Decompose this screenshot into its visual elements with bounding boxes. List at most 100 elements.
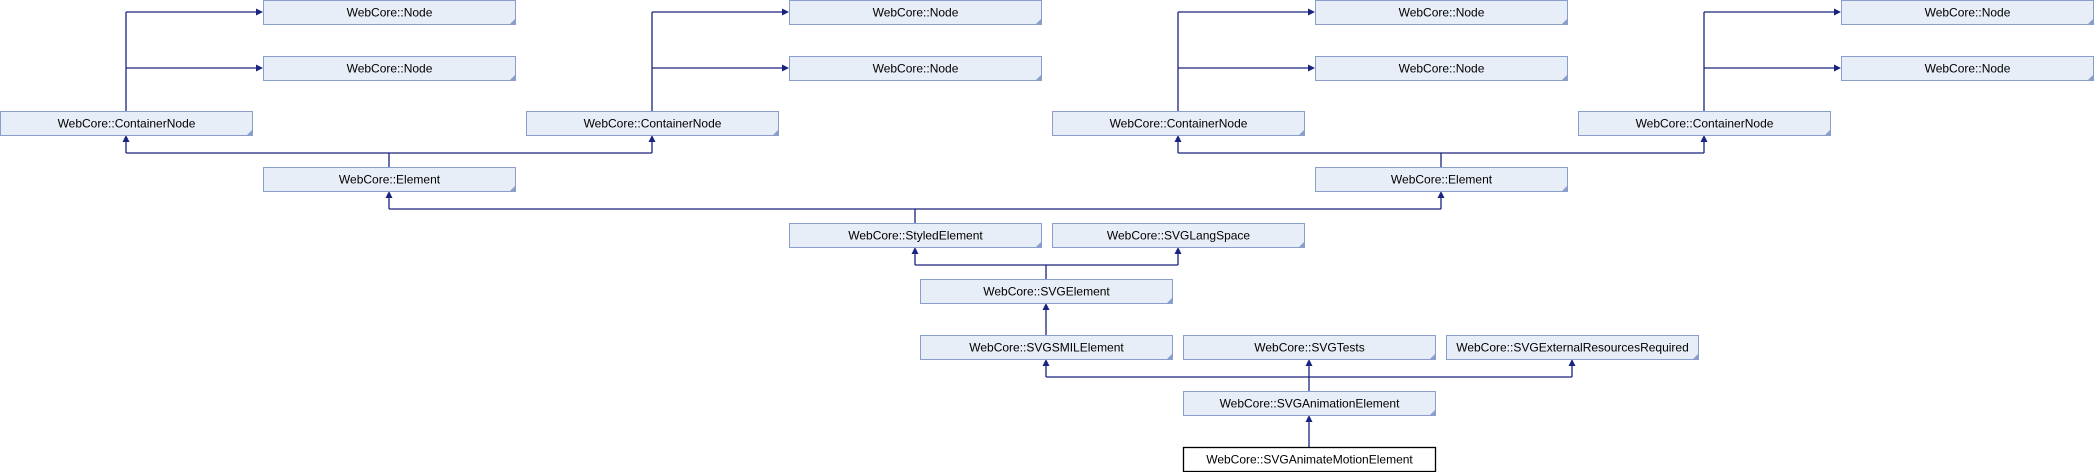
edge-group-el1: [122, 135, 656, 167]
corner-fold-icon: [2087, 18, 2094, 25]
edge-group-smil: [1042, 303, 1050, 335]
class-box: [1315, 56, 1568, 81]
class-label: WebCore::Node: [1925, 62, 2011, 76]
corner-fold-icon: [1561, 18, 1568, 25]
class-node-anim[interactable]: WebCore::SVGAnimationElement: [1183, 391, 1436, 416]
corner-fold-icon: [246, 129, 253, 136]
class-box: [1315, 167, 1568, 192]
edge-group-motion: [1305, 415, 1313, 447]
corner-fold-icon: [1429, 353, 1436, 360]
class-label: WebCore::SVGExternalResourcesRequired: [1456, 341, 1689, 355]
class-box: [1052, 111, 1305, 136]
class-box: [526, 111, 779, 136]
class-label: WebCore::Node: [1925, 6, 2011, 20]
class-label: WebCore::StyledElement: [848, 229, 983, 243]
class-node-el1[interactable]: WebCore::Element: [263, 167, 516, 192]
class-label: WebCore::SVGTests: [1254, 341, 1364, 355]
class-box: [1315, 0, 1568, 25]
class-label: WebCore::ContainerNode: [584, 117, 722, 131]
class-node-n6[interactable]: WebCore::Node: [1315, 56, 1568, 81]
class-node-extres[interactable]: WebCore::SVGExternalResourcesRequired: [1446, 335, 1699, 360]
class-label: WebCore::Element: [339, 173, 441, 187]
edge-group-svgel: [911, 247, 1182, 279]
class-node-n1[interactable]: WebCore::Node: [263, 0, 516, 25]
class-label: WebCore::Node: [873, 6, 959, 20]
class-node-langspace[interactable]: WebCore::SVGLangSpace: [1052, 223, 1305, 248]
class-box: [789, 223, 1042, 248]
corner-fold-icon: [772, 129, 779, 136]
class-box: [1182, 446, 1437, 472]
class-box: [1183, 335, 1436, 360]
edge-group-cn2: [651, 8, 789, 111]
class-node-n5[interactable]: WebCore::Node: [1315, 0, 1568, 25]
class-node-motion[interactable]: WebCore::SVGAnimateMotionElement: [1182, 446, 1437, 472]
class-node-n2[interactable]: WebCore::Node: [263, 56, 516, 81]
corner-fold-icon: [1166, 297, 1173, 304]
class-box: [0, 111, 253, 136]
edge-group-el2: [1174, 135, 1708, 167]
class-label: WebCore::SVGElement: [983, 285, 1110, 299]
class-node-cn4[interactable]: WebCore::ContainerNode: [1578, 111, 1831, 136]
class-box: [1183, 391, 1436, 416]
class-node-tests[interactable]: WebCore::SVGTests: [1183, 335, 1436, 360]
corner-fold-icon: [1166, 353, 1173, 360]
corner-fold-icon: [509, 18, 516, 25]
corner-fold-icon: [1429, 409, 1436, 416]
corner-fold-icon: [1692, 353, 1699, 360]
corner-fold-icon: [1035, 18, 1042, 25]
class-box: [789, 0, 1042, 25]
edges-layer: [122, 8, 1841, 447]
class-label: WebCore::ContainerNode: [1110, 117, 1248, 131]
corner-fold-icon: [1035, 241, 1042, 248]
class-node-n4[interactable]: WebCore::Node: [789, 56, 1042, 81]
class-node-styled[interactable]: WebCore::StyledElement: [789, 223, 1042, 248]
edge-group-cn1: [125, 8, 263, 111]
class-node-n3[interactable]: WebCore::Node: [789, 0, 1042, 25]
corner-fold-icon: [2087, 74, 2094, 81]
class-label: WebCore::SVGAnimateMotionElement: [1206, 453, 1413, 467]
corner-fold-icon: [1298, 129, 1305, 136]
corner-fold-icon: [509, 74, 516, 81]
class-node-cn3[interactable]: WebCore::ContainerNode: [1052, 111, 1305, 136]
class-box: [1446, 335, 1699, 360]
class-label: WebCore::SVGLangSpace: [1107, 229, 1251, 243]
class-node-cn2[interactable]: WebCore::ContainerNode: [526, 111, 779, 136]
class-label: WebCore::Node: [1399, 6, 1485, 20]
class-box: [1578, 111, 1831, 136]
class-box: [263, 167, 516, 192]
class-box: [1841, 56, 2094, 81]
class-node-svgel[interactable]: WebCore::SVGElement: [920, 279, 1173, 304]
class-box: [789, 56, 1042, 81]
class-box: [920, 279, 1173, 304]
edge-group-cn4: [1703, 8, 1841, 111]
corner-fold-icon: [1824, 129, 1831, 136]
corner-fold-icon: [509, 185, 516, 192]
edge-group-anim: [1042, 359, 1576, 391]
class-label: WebCore::SVGAnimationElement: [1220, 397, 1401, 411]
class-label: WebCore::SVGSMILElement: [969, 341, 1124, 355]
class-box: [1052, 223, 1305, 248]
corner-fold-icon: [1035, 74, 1042, 81]
class-node-n8[interactable]: WebCore::Node: [1841, 56, 2094, 81]
class-box: [263, 0, 516, 25]
class-node-el2[interactable]: WebCore::Element: [1315, 167, 1568, 192]
class-label: WebCore::ContainerNode: [1636, 117, 1774, 131]
class-node-cn1[interactable]: WebCore::ContainerNode: [0, 111, 253, 136]
class-label: WebCore::ContainerNode: [58, 117, 196, 131]
class-node-n7[interactable]: WebCore::Node: [1841, 0, 2094, 25]
edge-group-styled: [385, 191, 1445, 223]
corner-fold-icon: [1298, 241, 1305, 248]
class-label: WebCore::Node: [1399, 62, 1485, 76]
class-label: WebCore::Node: [347, 6, 433, 20]
class-node-smil[interactable]: WebCore::SVGSMILElement: [920, 335, 1173, 360]
class-label: WebCore::Element: [1391, 173, 1493, 187]
class-box: [263, 56, 516, 81]
class-box: [920, 335, 1173, 360]
class-label: WebCore::Node: [347, 62, 433, 76]
corner-fold-icon: [1561, 74, 1568, 81]
class-label: WebCore::Node: [873, 62, 959, 76]
edge-group-cn3: [1177, 8, 1315, 111]
corner-fold-icon: [1561, 185, 1568, 192]
